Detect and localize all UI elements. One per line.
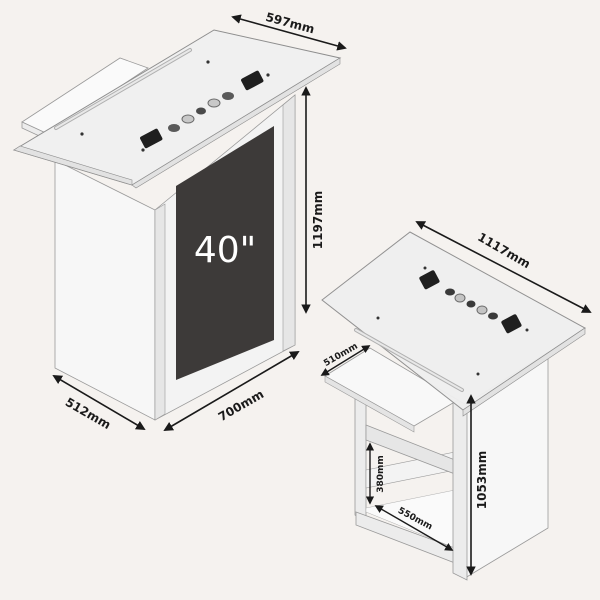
left-podium: 40" xyxy=(12,29,342,421)
left-podium-side-panel xyxy=(54,159,156,421)
socket-icon xyxy=(501,314,522,334)
socket-icon xyxy=(241,70,264,91)
socket-icon xyxy=(140,128,163,149)
right-podium xyxy=(321,231,586,581)
dim-top-length: 1117mm xyxy=(475,230,533,271)
dim-right-height: 1053mm xyxy=(475,451,489,509)
screen-size-label: 40" xyxy=(194,230,256,271)
dim-depth: 512mm xyxy=(63,395,113,432)
left-podium-screen xyxy=(176,126,274,380)
left-podium-button-row xyxy=(168,92,234,132)
right-podium-left-leg xyxy=(354,391,367,523)
right-podium-right-leg xyxy=(452,397,468,581)
dim-height: 1197mm xyxy=(311,191,325,249)
dim-inner-height: 380mm xyxy=(376,455,386,493)
dim-front-width: 700mm xyxy=(216,387,266,424)
